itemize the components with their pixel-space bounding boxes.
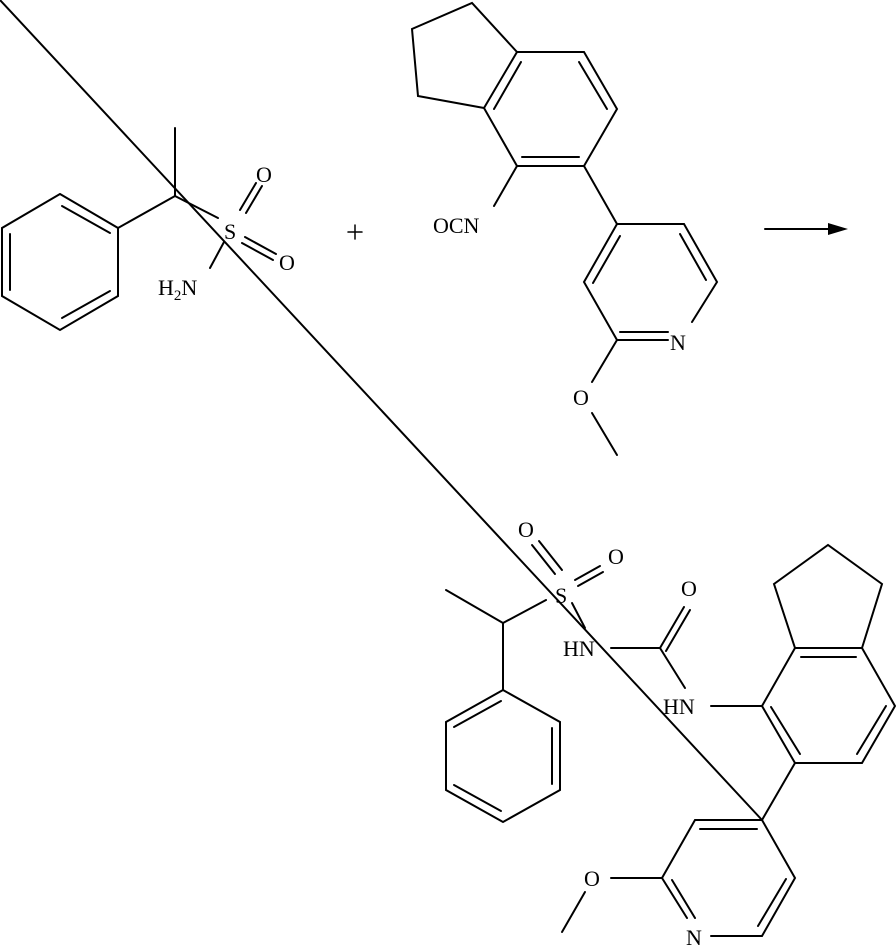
sulfur-label: S xyxy=(224,219,236,244)
plus-sign xyxy=(347,224,363,240)
oxygen-label: O xyxy=(608,544,624,569)
oxygen-label: O xyxy=(518,517,534,542)
reaction-arrow xyxy=(764,223,848,235)
oxygen-label: O xyxy=(573,385,589,410)
nitrogen-label: N xyxy=(670,330,686,355)
nh-label: HN xyxy=(663,694,695,719)
reactant-1-structure: S O O H2N xyxy=(0,127,295,332)
oxygen-label: O xyxy=(256,162,272,187)
amine-label: H2N xyxy=(158,275,197,304)
nitrogen-label: N xyxy=(686,925,702,946)
oxygen-label: O xyxy=(279,250,295,275)
reactant-2-structure: OCN N O xyxy=(410,1,719,456)
isocyanate-label: OCN xyxy=(433,213,480,238)
oxygen-label: O xyxy=(584,866,600,891)
oxygen-label: O xyxy=(681,576,697,601)
nh-label: HN xyxy=(563,636,595,661)
